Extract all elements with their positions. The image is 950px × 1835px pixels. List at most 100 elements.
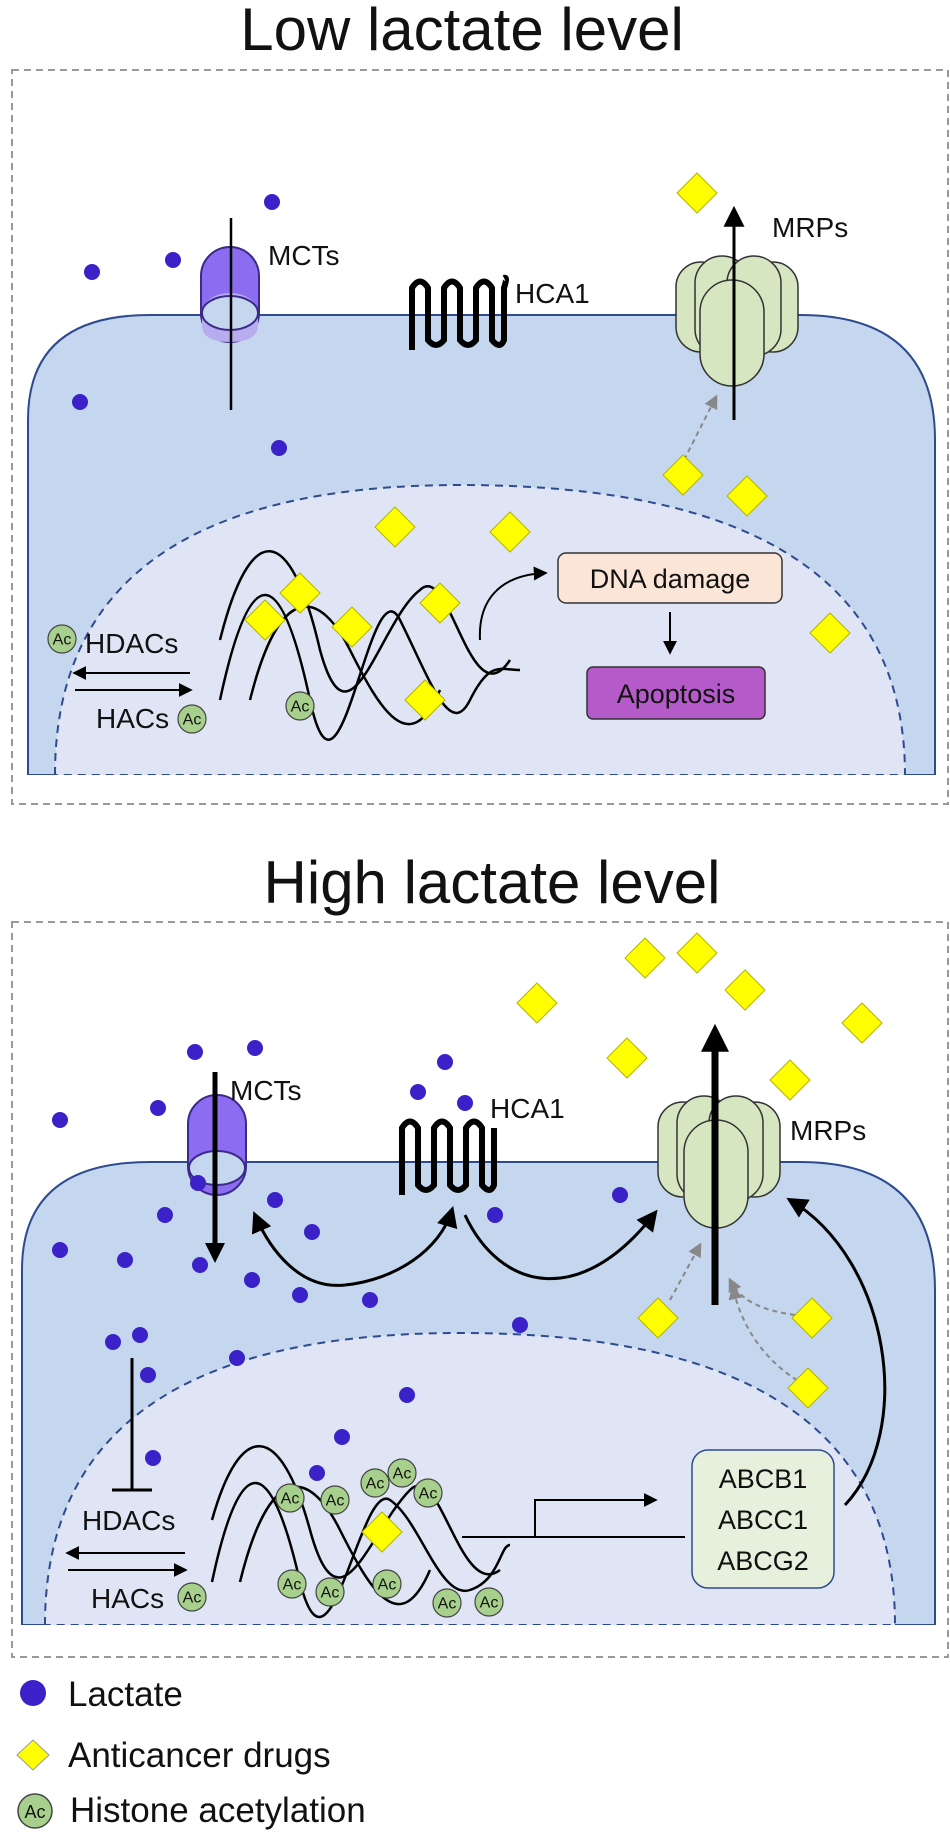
svg-text:Ac: Ac (419, 1486, 438, 1503)
dna-damage-label: DNA damage (590, 564, 751, 594)
lactate-dot (487, 1207, 503, 1223)
drug-diamond (769, 1059, 811, 1101)
low-hca1-label: HCA1 (515, 278, 590, 309)
svg-text:Ac: Ac (183, 1590, 202, 1607)
low-mrp-pump (675, 205, 799, 420)
drug-diamond (624, 937, 666, 979)
gene-abcc1: ABCC1 (718, 1505, 808, 1535)
drug-diamond (516, 982, 558, 1024)
lactate-dot (271, 440, 287, 456)
drug-diamond (791, 1297, 833, 1339)
drug-diamond (606, 1037, 648, 1079)
high-mrp-pump (657, 1023, 781, 1305)
low-panel-frame (11, 69, 949, 805)
acetyl-mark: Ac (413, 1478, 443, 1508)
low-hdacs-label: HDACs (85, 628, 178, 659)
gene-to-mrp-arrow (786, 1197, 887, 1507)
svg-text:Ac: Ac (378, 1577, 397, 1594)
svg-text:Ac: Ac (53, 632, 72, 649)
lactate-dot (612, 1187, 628, 1203)
hca1-to-mrp-arrow (463, 1209, 658, 1281)
high-mcts-label: MCTs (230, 1075, 302, 1106)
lactate-dot (410, 1084, 426, 1100)
svg-text:Ac: Ac (291, 699, 310, 716)
high-drug-efflux-arrow-1 (669, 1242, 702, 1301)
lactate-dot (247, 1040, 263, 1056)
high-nucleus (43, 1331, 897, 1625)
drug-diamond (676, 932, 718, 974)
lactate-dot (117, 1252, 133, 1268)
drug-diamond (726, 475, 768, 517)
acetyl-mark: Ac (275, 1483, 305, 1513)
transcription-start-arrow (462, 1493, 658, 1538)
anticancer-drugs (244, 172, 883, 1553)
low-mcts-label: MCTs (268, 240, 340, 271)
high-mct-transporter (187, 1072, 247, 1263)
lactate-dot (105, 1334, 121, 1350)
drug-diamond (489, 511, 531, 553)
legend-lactate-icon (20, 1680, 46, 1706)
legend-drug-icon (16, 1739, 50, 1771)
svg-text:Ac: Ac (183, 712, 202, 729)
lactate-dot (244, 1272, 260, 1288)
legend-lactate-label: Lactate (68, 1675, 183, 1714)
lactate-dot (362, 1292, 378, 1308)
gene-abcb1: ABCB1 (719, 1464, 808, 1494)
acetyl-mark: Ac (47, 624, 77, 654)
lactate-dot (165, 252, 181, 268)
high-panel-title: High lactate level (264, 849, 721, 916)
legend-acetyl-icon: Ac (17, 1793, 53, 1829)
svg-text:Ac: Ac (366, 1476, 385, 1493)
lactate-dot (292, 1287, 308, 1303)
lactate-dot (512, 1317, 528, 1333)
acetyl-mark: Ac (285, 691, 315, 721)
high-hca1-receptor (399, 1118, 497, 1195)
lactate-molecules (52, 194, 628, 1481)
apoptosis-label: Apoptosis (617, 679, 736, 709)
lactate-dot (52, 1242, 68, 1258)
drug-diamond (809, 612, 851, 654)
low-mct-transporter (200, 218, 260, 410)
lactate-dot (132, 1327, 148, 1343)
lactate-dot (304, 1224, 320, 1240)
legend-acetyl-label: Histone acetylation (70, 1791, 366, 1830)
lactate-dot (150, 1100, 166, 1116)
high-hacs-label: HACs (91, 1583, 164, 1614)
lactate-dot (140, 1367, 156, 1383)
gene-box (691, 1449, 835, 1589)
lactate-dot (157, 1207, 173, 1223)
drug-diamond (279, 572, 321, 614)
low-drug-efflux-arrow (683, 394, 718, 461)
acetyl-mark: Ac (277, 1569, 307, 1599)
svg-text:Ac: Ac (24, 1802, 45, 1822)
acetyl-mark: Ac (320, 1485, 350, 1515)
drug-diamond (724, 969, 766, 1011)
drug-diamond (419, 582, 461, 624)
low-hca1-receptor (409, 274, 509, 350)
svg-text:Ac: Ac (321, 1585, 340, 1602)
acetyl-mark: Ac (315, 1577, 345, 1607)
svg-text:Ac: Ac (283, 1577, 302, 1594)
high-hdacs-label: HDACs (82, 1505, 175, 1536)
drug-diamond (244, 599, 286, 641)
high-dna-helix (210, 1445, 511, 1619)
lactate-dot (309, 1465, 325, 1481)
drug-diamond (404, 679, 446, 721)
lactate-dot (437, 1054, 453, 1070)
svg-text:Ac: Ac (438, 1596, 457, 1613)
gene-abcg2: ABCG2 (717, 1546, 809, 1576)
low-damage-arrow (478, 566, 548, 641)
lactate-dot (264, 194, 280, 210)
drug-diamond (331, 606, 373, 648)
acetyl-mark: Ac (360, 1468, 390, 1498)
dna-damage-box (557, 552, 783, 604)
acetyl-mark: Ac (372, 1569, 402, 1599)
high-drug-efflux-arrow-2 (728, 1277, 796, 1316)
lactate-dot (187, 1044, 203, 1060)
low-hacs-label: HACs (96, 703, 169, 734)
acetyl-mark: Ac (474, 1587, 504, 1617)
lactate-dot (457, 1095, 473, 1111)
drug-diamond (361, 1511, 403, 1553)
